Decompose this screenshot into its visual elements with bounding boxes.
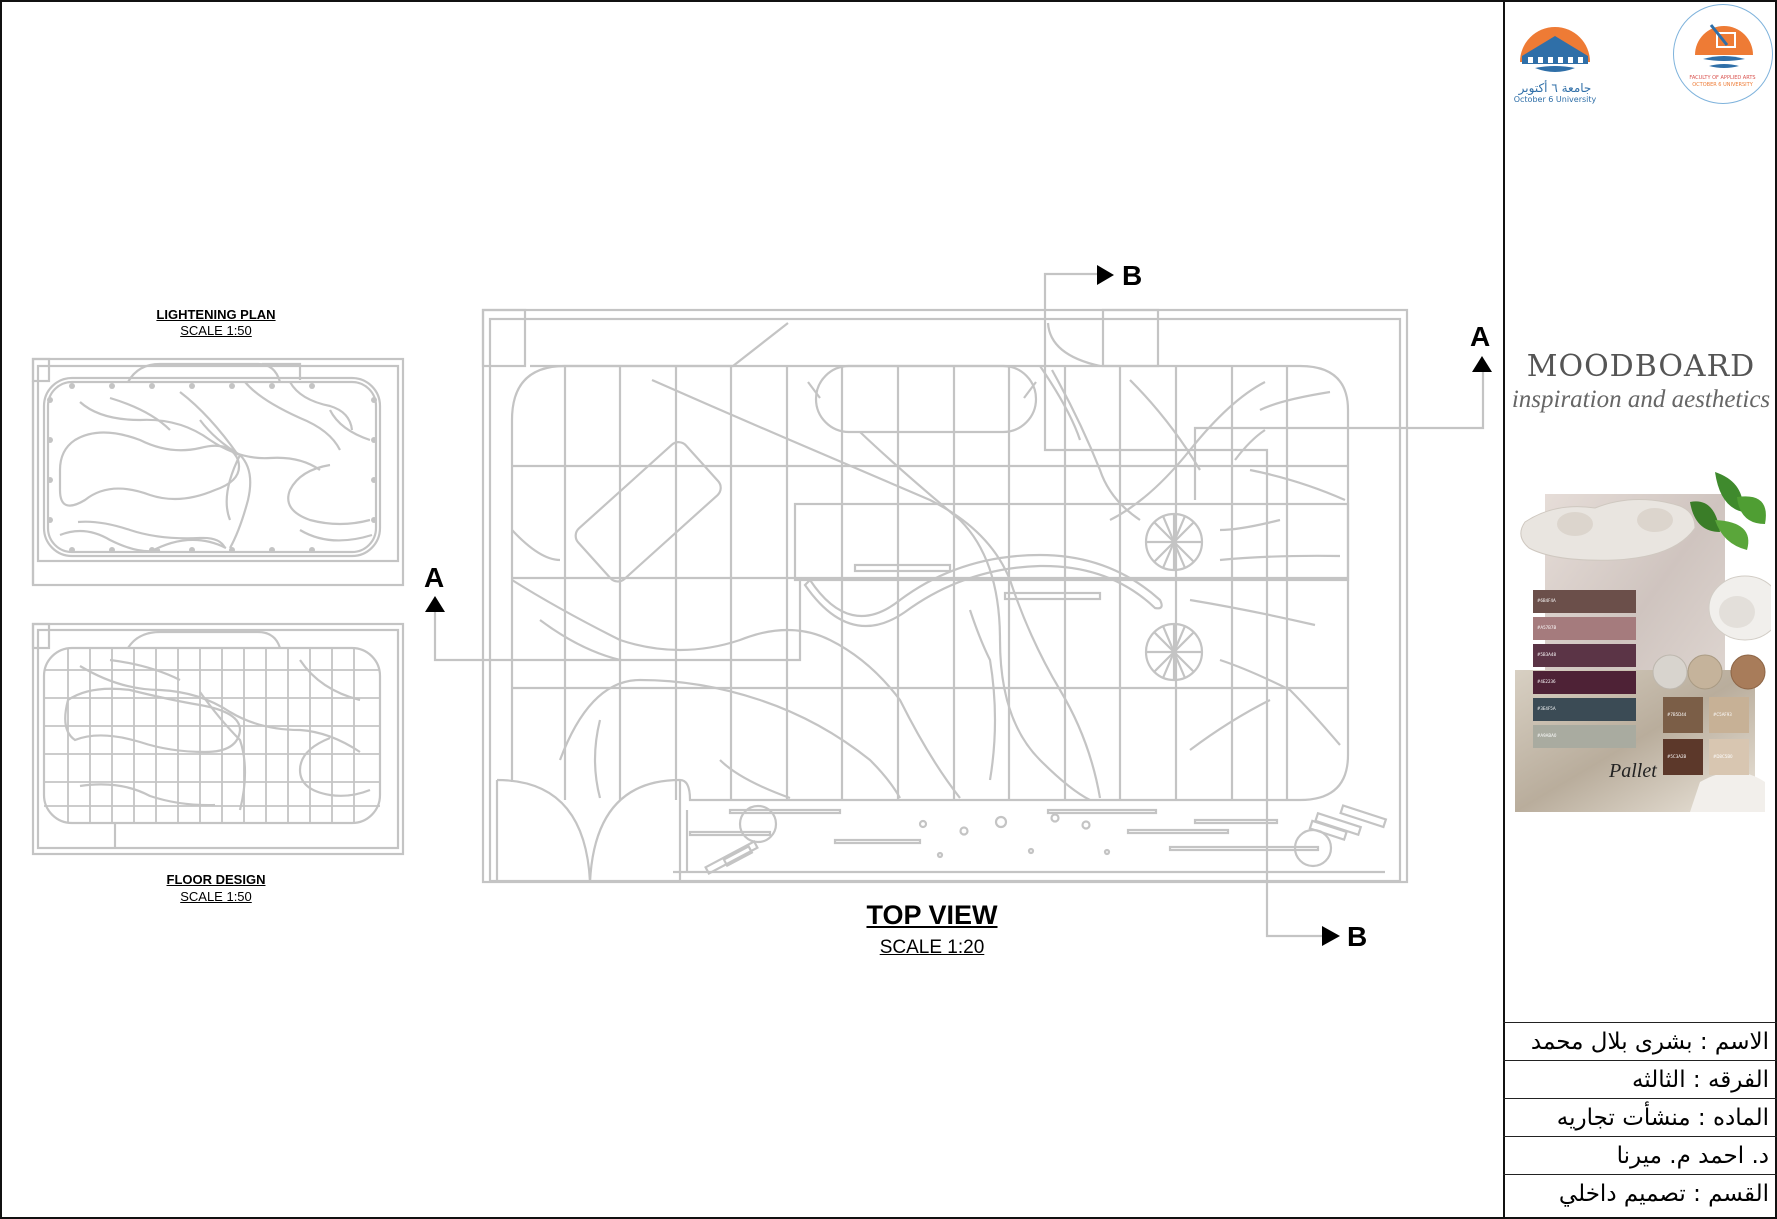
top-view-scale: SCALE 1:20 <box>879 937 985 958</box>
university-name-ar: جامعة ٦ أكتوبر <box>1518 81 1592 95</box>
pallet-label: Pallet <box>1609 760 1657 782</box>
university-name-en: October 6 University <box>1513 95 1597 104</box>
palette-swatch: #A57B7B <box>1533 617 1636 640</box>
swatch-code: #3E4F5A <box>1537 706 1556 711</box>
top-view-drawing <box>433 272 1485 938</box>
university-logo: جامعة ٦ أكتوبر October 6 University <box>1510 6 1600 110</box>
section-a-label-left: A <box>424 562 445 593</box>
info-department: القسم : تصميم داخلي <box>1503 1174 1777 1219</box>
tile-code: #D8C5B0 <box>1713 754 1733 759</box>
moodboard-subtitle: inspiration and aesthetics <box>1511 386 1771 413</box>
swatch-code: #5B3A48 <box>1537 652 1557 657</box>
material-sample-icon <box>1652 654 1688 690</box>
material-sample-icon <box>1730 654 1766 690</box>
material-tile: #7B5D44 <box>1663 697 1703 733</box>
floor-design-title: FLOOR DESIGN <box>166 872 266 887</box>
swatch-code: #A57B7B <box>1537 625 1557 630</box>
palette-swatch: #A9ABA0 <box>1533 725 1636 748</box>
umbrella-table-icon <box>1144 622 1204 682</box>
faculty-emblem-icon <box>1695 24 1753 68</box>
lightening-plan-drawing <box>31 357 405 587</box>
cushion-icon <box>1557 512 1593 536</box>
material-sample-icon <box>1687 654 1723 690</box>
floor-design-scale: SCALE 1:50 <box>180 889 252 904</box>
material-tiles: #7B5D44 #C5AF93 #5C3A2B #D8C5B0 <box>1663 697 1763 775</box>
lightening-plan-scale: SCALE 1:50 <box>180 323 252 338</box>
top-view-title: TOP VIEW <box>866 900 998 930</box>
info-student-name: الاسم : بشرى بلال محمد <box>1503 1022 1777 1060</box>
section-b-arrow-icon <box>1097 265 1114 285</box>
material-tile: #5C3A2B <box>1663 739 1703 775</box>
moodboard-collage: #6B4F4A #A57B7B #5B3A48 #4E2236 #3E4F5A #A9AB… <box>1515 462 1771 812</box>
info-subject: الماده : منشأت تجاريه <box>1503 1098 1777 1136</box>
section-b-label-bottom: B <box>1347 921 1368 952</box>
plant-icon <box>1690 472 1766 550</box>
palette-swatch: #6B4F4A <box>1533 590 1636 613</box>
swatch-code: #6B4F4A <box>1537 598 1556 603</box>
tile-code: #7B5D44 <box>1667 712 1687 717</box>
palette-swatch: #4E2236 <box>1533 671 1636 694</box>
university-emblem-icon <box>1520 27 1590 72</box>
material-tile: #D8C5B0 <box>1709 739 1749 775</box>
boucle-chair-icon <box>1708 575 1771 641</box>
material-tile: #C5AF93 <box>1709 697 1749 733</box>
color-palette: #6B4F4A #A57B7B #5B3A48 #4E2236 #3E4F5A #A9AB… <box>1533 590 1636 752</box>
section-a-arrow-icon <box>1472 356 1492 372</box>
swatch-code: #4E2236 <box>1537 679 1556 684</box>
info-year: الفرقه : الثالثه <box>1503 1060 1777 1098</box>
floor-design-drawing <box>31 622 405 856</box>
faculty-logo: FACULTY OF APPLIED ARTS OCTOBER 6 UNIVER… <box>1673 4 1773 104</box>
cushion-icon <box>1637 508 1673 532</box>
faculty-name-line1: FACULTY OF APPLIED ARTS <box>1689 75 1756 81</box>
palette-swatch: #5B3A48 <box>1533 644 1636 667</box>
tile-code: #C5AF93 <box>1713 712 1732 717</box>
section-b-arrow-icon <box>1322 926 1340 946</box>
section-b-label-top: B <box>1122 260 1143 291</box>
umbrella-table-icon <box>1144 512 1204 572</box>
swatch-code: #A9ABA0 <box>1537 733 1557 738</box>
tile-code: #5C3A2B <box>1667 754 1687 759</box>
section-a-arrow-icon <box>425 596 445 612</box>
palette-swatch: #3E4F5A <box>1533 698 1636 721</box>
moodboard-title: MOODBOARD <box>1526 349 1756 384</box>
lightening-plan-title: LIGHTENING PLAN <box>156 307 276 322</box>
pillow-icon <box>1690 772 1765 812</box>
section-a-label-right: A <box>1470 321 1491 352</box>
info-supervisors: د. احمد م. ميرنا <box>1503 1136 1777 1174</box>
faculty-name-line2: OCTOBER 6 UNIVERSITY <box>1692 82 1753 88</box>
section-arrows <box>425 265 1492 946</box>
